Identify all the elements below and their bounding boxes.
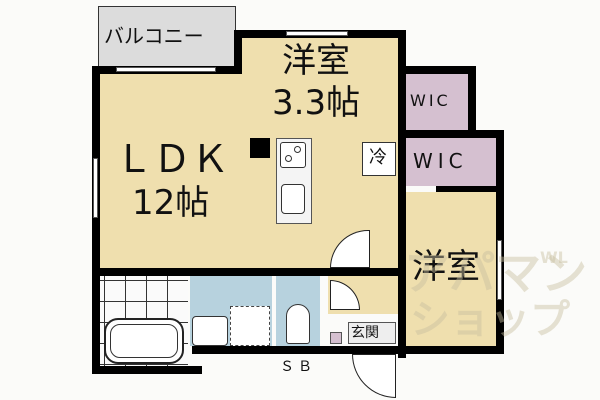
wall <box>398 68 406 358</box>
refrigerator-label: 冷 <box>369 147 387 168</box>
balcony-label: バルコニー <box>104 24 204 48</box>
wall <box>468 66 476 136</box>
washbasin <box>192 316 228 346</box>
wall <box>398 346 504 354</box>
ldk-label: ＬＤＫ <box>115 137 230 181</box>
entrance <box>348 322 396 344</box>
wall <box>398 30 406 70</box>
watermark: ショップ <box>410 297 570 343</box>
room-western-1 <box>242 38 398 130</box>
room-western-2 <box>406 192 496 346</box>
wall <box>398 130 502 138</box>
western-room-1-size: 3.3帖 <box>272 83 361 123</box>
window <box>116 67 216 72</box>
bathtub <box>104 318 184 364</box>
wall <box>192 346 404 354</box>
window <box>93 158 98 218</box>
stove-icon <box>280 142 306 168</box>
wic-2-label: WIC <box>413 149 468 173</box>
wall <box>92 366 202 374</box>
entrance-door[interactable] <box>352 354 396 398</box>
western-room-1-label: 洋室 <box>282 41 350 81</box>
shoe-box <box>330 332 342 344</box>
balcony <box>98 6 236 68</box>
watermark: アパマン <box>404 246 588 300</box>
wall <box>436 186 498 192</box>
refrigerator <box>362 142 396 176</box>
washing-machine-space <box>230 306 270 346</box>
window <box>497 240 502 300</box>
wall <box>92 68 100 368</box>
western-room-2-label: 洋室 <box>412 247 480 287</box>
entrance-label: 玄関 <box>351 325 379 341</box>
ldk-size: 12帖 <box>132 183 210 223</box>
window <box>286 31 348 36</box>
wall <box>398 66 476 74</box>
watermark-small: WL <box>540 248 568 267</box>
room-wic-1 <box>406 74 468 130</box>
wall <box>250 138 270 158</box>
sink-icon <box>281 184 305 214</box>
wall <box>92 268 404 276</box>
room-wic-2 <box>406 138 496 186</box>
wic-1-label: WIC <box>410 91 451 110</box>
toilet <box>286 304 310 344</box>
shoe-box-label: ＳＢ <box>280 359 316 375</box>
